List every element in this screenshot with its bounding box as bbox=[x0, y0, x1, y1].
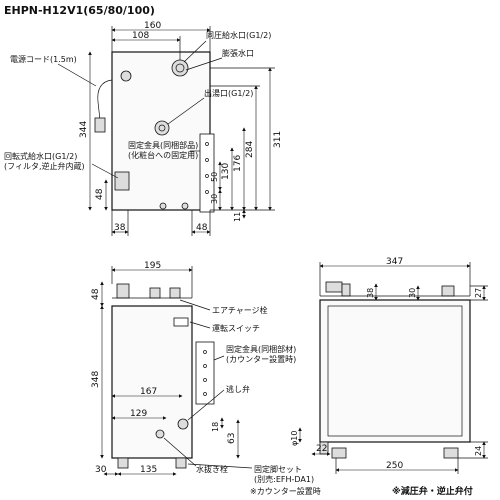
dim-108: 108 bbox=[132, 31, 149, 41]
front-view-body bbox=[111, 305, 193, 459]
label-bracket: 固定金具(同梱部品) bbox=[128, 140, 198, 150]
label-front-bracket: 固定金具(同梱部材) bbox=[226, 344, 296, 354]
dim-48-top: 48 bbox=[91, 288, 101, 300]
dim-18: 18 bbox=[211, 422, 220, 432]
dim-38: 38 bbox=[114, 223, 126, 233]
dim-side-22: 22 bbox=[316, 444, 327, 454]
dim-160: 160 bbox=[144, 21, 161, 31]
dim-11: 11 bbox=[233, 212, 242, 222]
dim-63: 63 bbox=[227, 433, 237, 444]
dim-48-bottom: 48 bbox=[196, 223, 208, 233]
dim-195: 195 bbox=[144, 261, 161, 271]
dim-30: 30 bbox=[210, 194, 219, 204]
dim-135: 135 bbox=[140, 465, 157, 475]
dim-130: 130 bbox=[221, 163, 231, 180]
side-fitting-left bbox=[325, 281, 343, 293]
side-view: 347 38 30 27 φ10 22 250 24 bbox=[290, 257, 488, 474]
side-fitting-right bbox=[441, 285, 455, 297]
operation-switch bbox=[173, 317, 189, 327]
side-view-panel bbox=[327, 305, 463, 437]
label-relief: 逃し弁 bbox=[226, 384, 250, 394]
dim-176: 176 bbox=[233, 155, 243, 172]
dim-side-10: φ10 bbox=[290, 431, 299, 446]
dim-344: 344 bbox=[79, 121, 89, 138]
power-cord bbox=[97, 79, 113, 121]
front-fitting-mid bbox=[149, 287, 161, 299]
dim-50: 50 bbox=[210, 172, 219, 182]
rotary-inlet-fitting bbox=[114, 171, 130, 191]
front-leg-right bbox=[175, 457, 187, 469]
dim-348: 348 bbox=[91, 371, 101, 388]
front-bracket-plate bbox=[195, 341, 215, 405]
label-hot-outlet: 出湯口(G1/2) bbox=[204, 88, 253, 98]
expansion-port-fitting bbox=[120, 70, 132, 82]
label-rotary-inlet: 回転式給水口(G1/2) bbox=[4, 151, 77, 161]
label-air-charge: エアチャージ栓 bbox=[212, 305, 268, 315]
label-front-bracket-sub: (カウンター設置時) bbox=[226, 354, 296, 364]
side-leg-right bbox=[443, 447, 459, 459]
drain-plug bbox=[155, 429, 165, 439]
label-stand: 固定脚セット bbox=[254, 464, 302, 474]
dim-side-250: 250 bbox=[386, 461, 403, 471]
label-cold-inlet: 同圧給水口(G1/2) bbox=[206, 30, 271, 40]
label-switch: 運転スイッチ bbox=[212, 324, 260, 333]
dim-167: 167 bbox=[140, 387, 157, 397]
dim-side-24: 24 bbox=[474, 446, 483, 456]
front-fitting-right bbox=[169, 287, 181, 299]
dim-30: 30 bbox=[95, 465, 107, 475]
top-view: 160 108 344 48 311 284 176 130 50 30 11 … bbox=[4, 21, 283, 236]
dim-side-30: 30 bbox=[408, 288, 417, 298]
hot-outlet-fitting bbox=[154, 120, 170, 136]
dim-side-38: 38 bbox=[366, 288, 375, 298]
label-stand-sub: (別売:EFH-DA1) bbox=[254, 474, 314, 484]
power-plug bbox=[94, 117, 106, 133]
side-leg-left bbox=[331, 447, 347, 459]
dim-129: 129 bbox=[130, 409, 147, 419]
label-bracket-sub: (化粧台への固定用) bbox=[128, 150, 198, 160]
label-expansion: 膨張水口 bbox=[222, 48, 254, 58]
dim-284: 284 bbox=[245, 141, 255, 158]
model-title: EHPN-H12V1(65/80/100) bbox=[4, 4, 155, 17]
dim-347: 347 bbox=[386, 257, 403, 267]
side-view-body bbox=[319, 299, 471, 443]
dim-48-left: 48 bbox=[95, 188, 105, 200]
front-leg-left bbox=[117, 457, 129, 469]
label-rotary-inlet-sub: (フィルタ,逆止弁内蔵) bbox=[4, 161, 85, 171]
cold-inlet-fitting bbox=[171, 59, 189, 77]
dim-311: 311 bbox=[273, 131, 283, 148]
relief-valve bbox=[177, 418, 189, 430]
footnote: ※減圧弁・逆止弁付 bbox=[392, 485, 473, 497]
label-stand-note: ※カウンター設置時 bbox=[250, 486, 321, 496]
label-power-cord: 電源コード(1.5m) bbox=[10, 55, 77, 64]
front-view: 195 48 348 167 129 18 63 30 135 エアチャージ栓 … bbox=[91, 261, 321, 496]
front-fitting-left bbox=[116, 283, 130, 299]
bracket-plate bbox=[199, 133, 215, 213]
label-drain: 水抜き栓 bbox=[196, 464, 228, 474]
dim-side-27: 27 bbox=[474, 288, 483, 298]
